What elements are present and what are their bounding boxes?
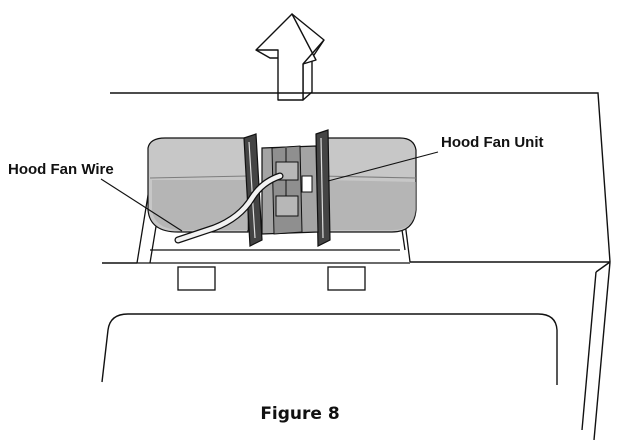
leader-lines [100, 151, 439, 232]
cabinet-top-panel [102, 92, 611, 264]
hood-fan-unit [147, 129, 417, 247]
cabinet-right-side [581, 261, 611, 440]
lower-panel [101, 313, 558, 385]
fan-flange-left [243, 133, 263, 247]
mounting-slots [177, 266, 366, 291]
mounting-slot-right [327, 266, 366, 291]
label-hood-fan-wire: Hood Fan Wire [8, 161, 114, 178]
leader-line-fan-unit [327, 151, 439, 182]
mounting-slot-left [177, 266, 216, 291]
leader-line-wire [100, 178, 183, 232]
up-arrow-outline-icon [255, 13, 325, 101]
label-hood-fan-unit: Hood Fan Unit [441, 134, 543, 151]
hood-fan-wire [174, 172, 284, 244]
figure-caption: Figure 8 [260, 404, 339, 424]
